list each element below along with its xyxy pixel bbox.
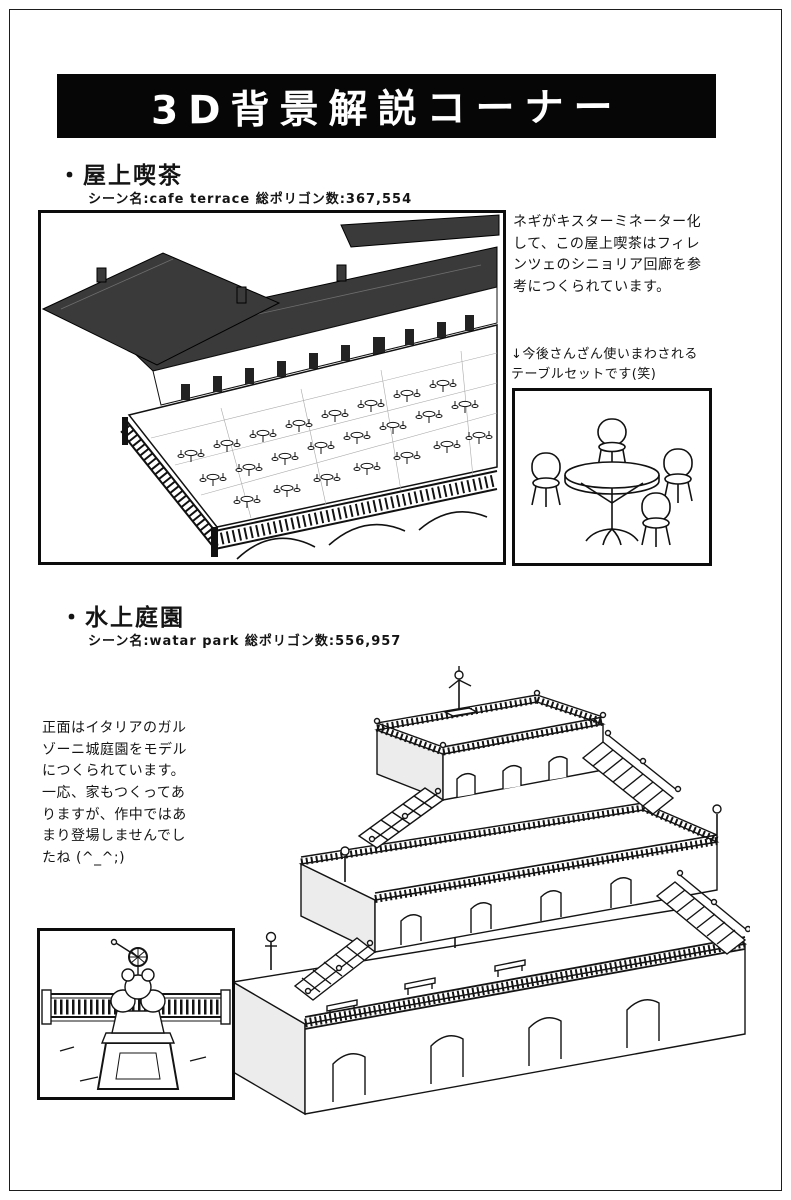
table-set-illustration [531, 418, 693, 547]
cafe-description: ネギがキスターミネーター化 して、この屋上喫茶はフィレ ンツェのシニョリア回廊を… [513, 214, 702, 296]
garden-scene-info: シーン名:watar park 総ポリゴン数:556,957 [88, 634, 402, 649]
cafe-terrace-illustration [41, 214, 500, 560]
table-set-caption: ↓今後さんざん使いまわされる テーブルセットです(笑) [511, 347, 698, 383]
header-banner: 3D背景解説コーナー [57, 74, 716, 138]
page-title: 3D背景解説コーナー [150, 85, 623, 134]
water-park-illustration [230, 666, 750, 1116]
fountain-illustration [41, 938, 231, 1090]
fountain-figure [37, 928, 235, 1100]
cafe-terrace-figure [38, 210, 506, 565]
table-set-figure [512, 388, 712, 566]
garden-section-title: ・水上庭園 [60, 605, 185, 631]
water-park-figure [205, 652, 750, 1144]
cafe-section-title: ・屋上喫茶 [58, 163, 183, 189]
cafe-scene-info: シーン名:cafe terrace 総ポリゴン数:367,554 [88, 192, 413, 207]
garden-description: 正面はイタリアのガル ゾーニ城庭園をモデル につくられています。 一応、家もつく… [42, 720, 187, 867]
